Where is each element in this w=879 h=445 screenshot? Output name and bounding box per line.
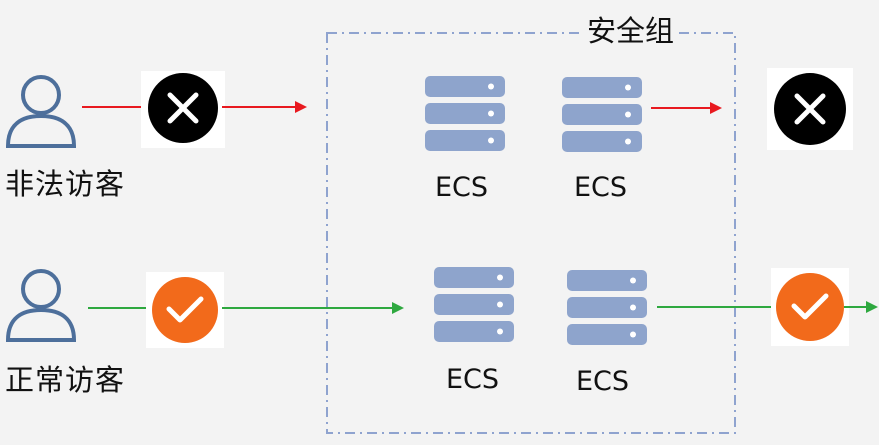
security-group-title: 安全组 xyxy=(583,17,679,46)
illegal-visitor-person-icon xyxy=(5,75,77,148)
cross-icon xyxy=(774,73,846,145)
check-icon xyxy=(776,273,844,341)
ecs-label: ECS xyxy=(446,364,500,395)
cross-icon xyxy=(148,73,218,143)
check-icon xyxy=(152,277,218,343)
normal-visitor-label: 正常访客 xyxy=(5,363,126,397)
server-icon xyxy=(562,77,642,152)
ecs-label: ECS xyxy=(576,366,630,397)
normal-visitor-person-icon xyxy=(5,269,77,342)
server-icon xyxy=(434,267,514,342)
illegal-visitor-label: 非法访客 xyxy=(5,167,126,201)
ecs-label: ECS xyxy=(574,172,628,203)
server-icon xyxy=(567,270,647,345)
security-group-boundary xyxy=(326,32,736,434)
server-icon xyxy=(425,76,505,151)
ecs-label: ECS xyxy=(435,172,489,203)
